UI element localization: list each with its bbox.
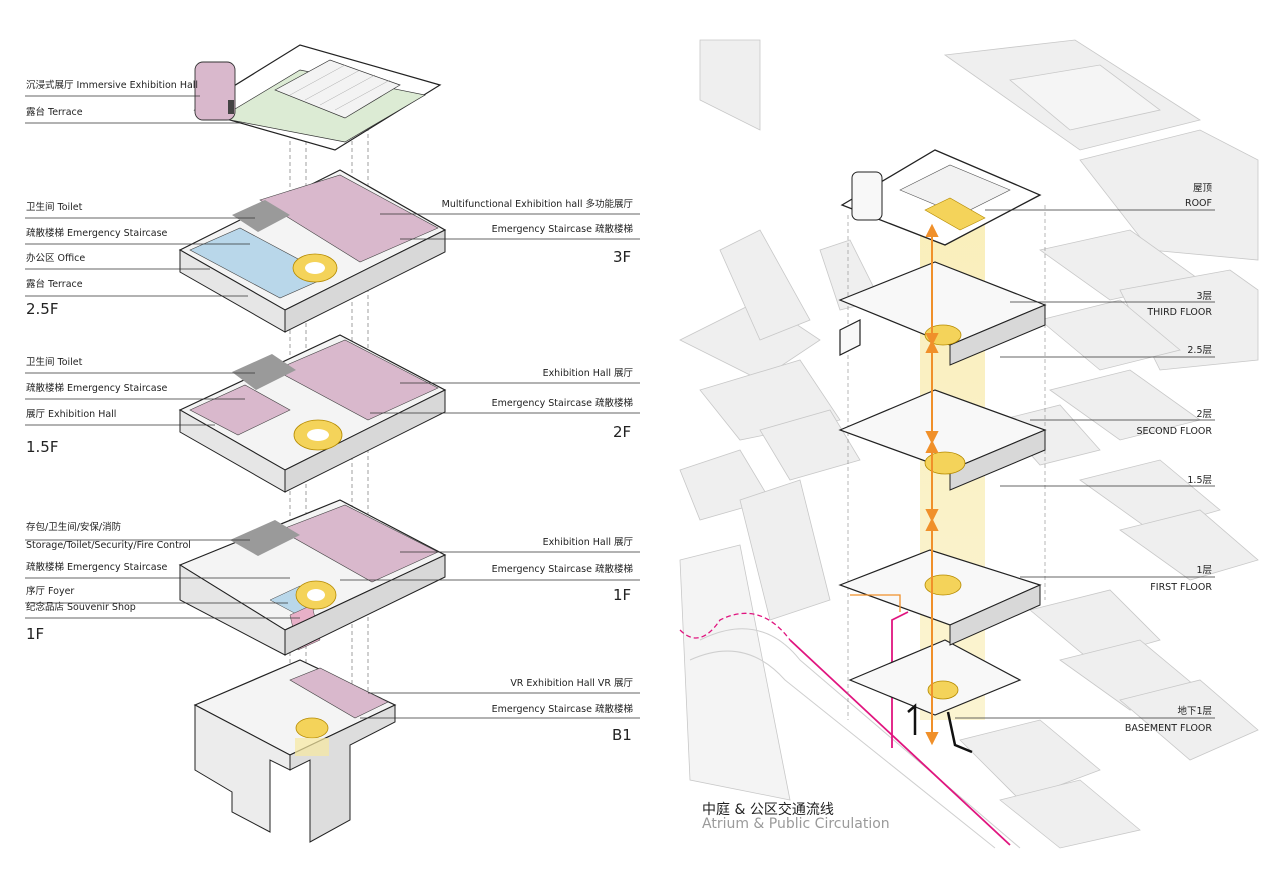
basement-block: [193, 659, 397, 843]
right-roof-en: ROOF: [1184, 198, 1212, 209]
right-axonometric: [679, 39, 1259, 849]
label-l1-storage-zh: 存包/卫生间/安保/消防: [26, 522, 122, 533]
label-b1-staircase: Emergency Staircase 疏散楼梯: [491, 704, 633, 715]
floor-label-2f: 2F: [613, 423, 632, 441]
label-b1-vr-hall: VR Exhibition Hall VR 展厅: [510, 678, 633, 689]
floor-label-2-5f: 2.5F: [26, 300, 59, 318]
caption-chinese: 中庭 & 公区交通流线: [702, 802, 834, 818]
label-l1-staircase: 疏散楼梯 Emergency Staircase: [26, 562, 168, 573]
caption-english: Atrium & Public Circulation: [702, 816, 890, 832]
label-l1-foyer: 序厅 Foyer: [26, 586, 75, 597]
level-2-block: [178, 334, 447, 493]
label-l2-exhibition: 展厅 Exhibition Hall: [26, 409, 117, 420]
floor-label-b1: B1: [612, 726, 632, 744]
level-1-block: [178, 499, 447, 656]
label-l1-right-exhibition: Exhibition Hall 展厅: [542, 537, 633, 548]
floor-label-right-1f: 1F: [613, 586, 632, 604]
right-1-5f-zh: 1.5层: [1187, 475, 1212, 486]
label-l3-staircase: 疏散楼梯 Emergency Staircase: [26, 228, 168, 239]
label-roof-terrace: 露台 Terrace: [26, 107, 83, 118]
right-roof-zh: 屋顶: [1192, 183, 1212, 194]
right-b1-en: BASEMENT FLOOR: [1124, 723, 1212, 734]
label-l3-multifunctional: Multifunctional Exhibition hall 多功能展厅: [441, 199, 633, 210]
label-l2-staircase: 疏散楼梯 Emergency Staircase: [26, 383, 168, 394]
label-l2-toilet: 卫生间 Toilet: [26, 357, 83, 368]
right-3f-en: THIRD FLOOR: [1147, 307, 1212, 318]
label-l3-terrace: 露台 Terrace: [26, 279, 83, 290]
label-l1-right-staircase: Emergency Staircase 疏散楼梯: [491, 564, 633, 575]
label-l3-right-staircase: Emergency Staircase 疏散楼梯: [491, 224, 633, 235]
right-2-5f-zh: 2.5层: [1187, 345, 1212, 356]
level-3-block: [178, 169, 447, 333]
label-l2-right-staircase: Emergency Staircase 疏散楼梯: [491, 398, 633, 409]
right-b1-zh: 地下1层: [1177, 706, 1212, 717]
right-roof: [840, 149, 1042, 246]
right-2f-zh: 2层: [1196, 409, 1212, 420]
label-immersive-hall: 沉浸式展厅 Immersive Exhibition Hall: [26, 80, 199, 91]
roof-level: [193, 44, 442, 151]
label-l2-right-exhibition: Exhibition Hall 展厅: [542, 368, 633, 379]
right-1f-zh: 1层: [1196, 565, 1212, 576]
label-l1-souvenir: 纪念品店 Souvenir Shop: [26, 602, 136, 613]
floor-label-3f: 3F: [613, 248, 632, 266]
floor-label-left-1f: 1F: [26, 625, 45, 643]
right-3f-zh: 3层: [1196, 291, 1212, 302]
right-2f-en: SECOND FLOOR: [1136, 426, 1212, 437]
right-1f-en: FIRST FLOOR: [1150, 582, 1212, 593]
label-l3-toilet: 卫生间 Toilet: [26, 202, 83, 213]
label-l3-office: 办公区 Office: [26, 253, 86, 264]
label-l1-storage-en: Storage/Toilet/Security/Fire Control: [26, 540, 191, 551]
floor-label-1-5f: 1.5F: [26, 438, 59, 456]
left-exploded-axonometric: [25, 44, 640, 843]
